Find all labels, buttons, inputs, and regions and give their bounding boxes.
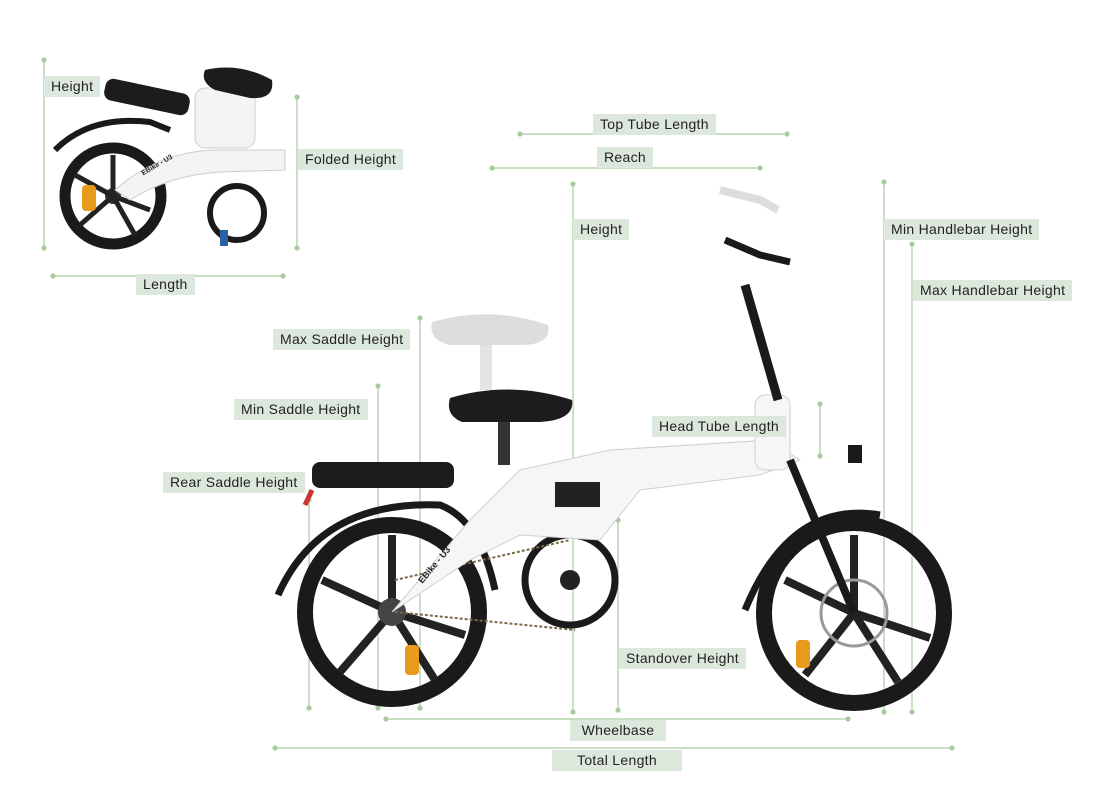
- standover-height-label: Standover Height: [619, 648, 746, 669]
- dimension-lines: [41, 57, 955, 751]
- max-handlebar-height-label: Max Handlebar Height: [913, 280, 1073, 301]
- head-tube-length-label: Head Tube Length: [652, 416, 787, 437]
- max-saddle-height-label: Max Saddle Height: [273, 329, 411, 350]
- min-saddle-height-label: Min Saddle Height: [234, 399, 368, 420]
- height-label: Height: [573, 219, 630, 240]
- top-tube-length-label: Top Tube Length: [593, 114, 716, 135]
- main-bike-image: [274, 186, 952, 711]
- rear-saddle-height-label: Rear Saddle Height: [163, 472, 305, 493]
- folded-height-label: Height: [44, 76, 101, 97]
- folded-bike-image: [52, 67, 286, 250]
- wheelbase-label: Wheelbase: [570, 720, 666, 741]
- folded-height-dimension-label: Folded Height: [298, 149, 404, 170]
- raised-saddle-ghost: [431, 186, 780, 390]
- total-length-label: Total Length: [552, 750, 682, 771]
- folded-length-label: Length: [136, 274, 195, 295]
- reach-label: Reach: [597, 147, 653, 168]
- min-handlebar-height-label: Min Handlebar Height: [884, 219, 1040, 240]
